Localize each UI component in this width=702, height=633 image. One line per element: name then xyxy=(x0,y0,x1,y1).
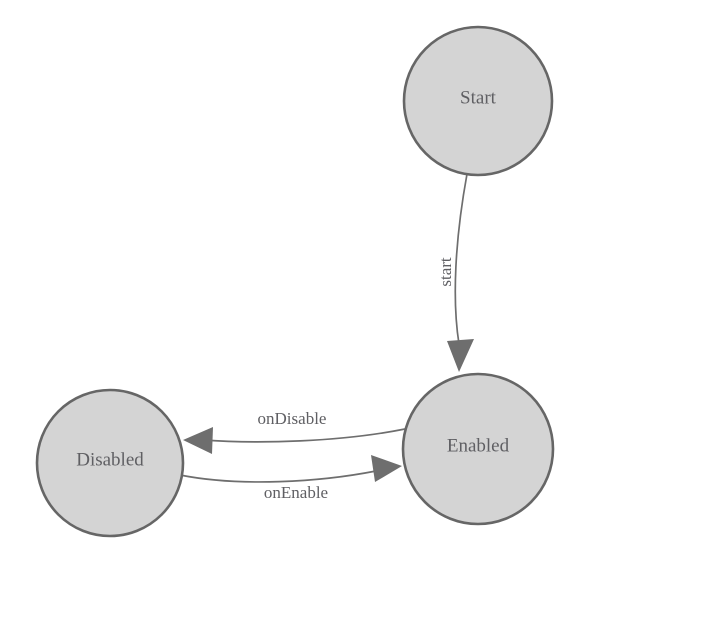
arrowhead-disabled-to-enabled xyxy=(371,455,402,482)
edge-path-enabled-to-disabled xyxy=(202,428,406,443)
edge-disabled-to-enabled[interactable]: onEnable xyxy=(179,455,402,502)
arrowhead-start-to-enabled xyxy=(447,339,474,372)
node-enabled-label: Enabled xyxy=(447,435,510,456)
edge-label-ondisable: onDisable xyxy=(258,409,327,428)
node-start-label: Start xyxy=(460,87,497,108)
edge-label-start: start xyxy=(436,257,455,287)
edge-start-to-enabled[interactable]: start xyxy=(436,173,474,372)
node-enabled-circle xyxy=(401,372,555,526)
arrowhead-enabled-to-disabled xyxy=(183,427,213,454)
node-enabled[interactable]: Enabled xyxy=(401,372,555,526)
node-disabled-circle xyxy=(35,388,185,538)
edge-enabled-to-disabled[interactable]: onDisable xyxy=(183,409,406,454)
node-start[interactable]: Start xyxy=(402,25,554,177)
node-disabled[interactable]: Disabled xyxy=(35,388,185,538)
edge-label-onenable: onEnable xyxy=(264,483,328,502)
node-start-circle xyxy=(402,25,554,177)
node-disabled-label: Disabled xyxy=(76,449,144,470)
edge-path-start-to-enabled xyxy=(454,173,468,345)
edge-path-disabled-to-enabled xyxy=(179,470,377,483)
